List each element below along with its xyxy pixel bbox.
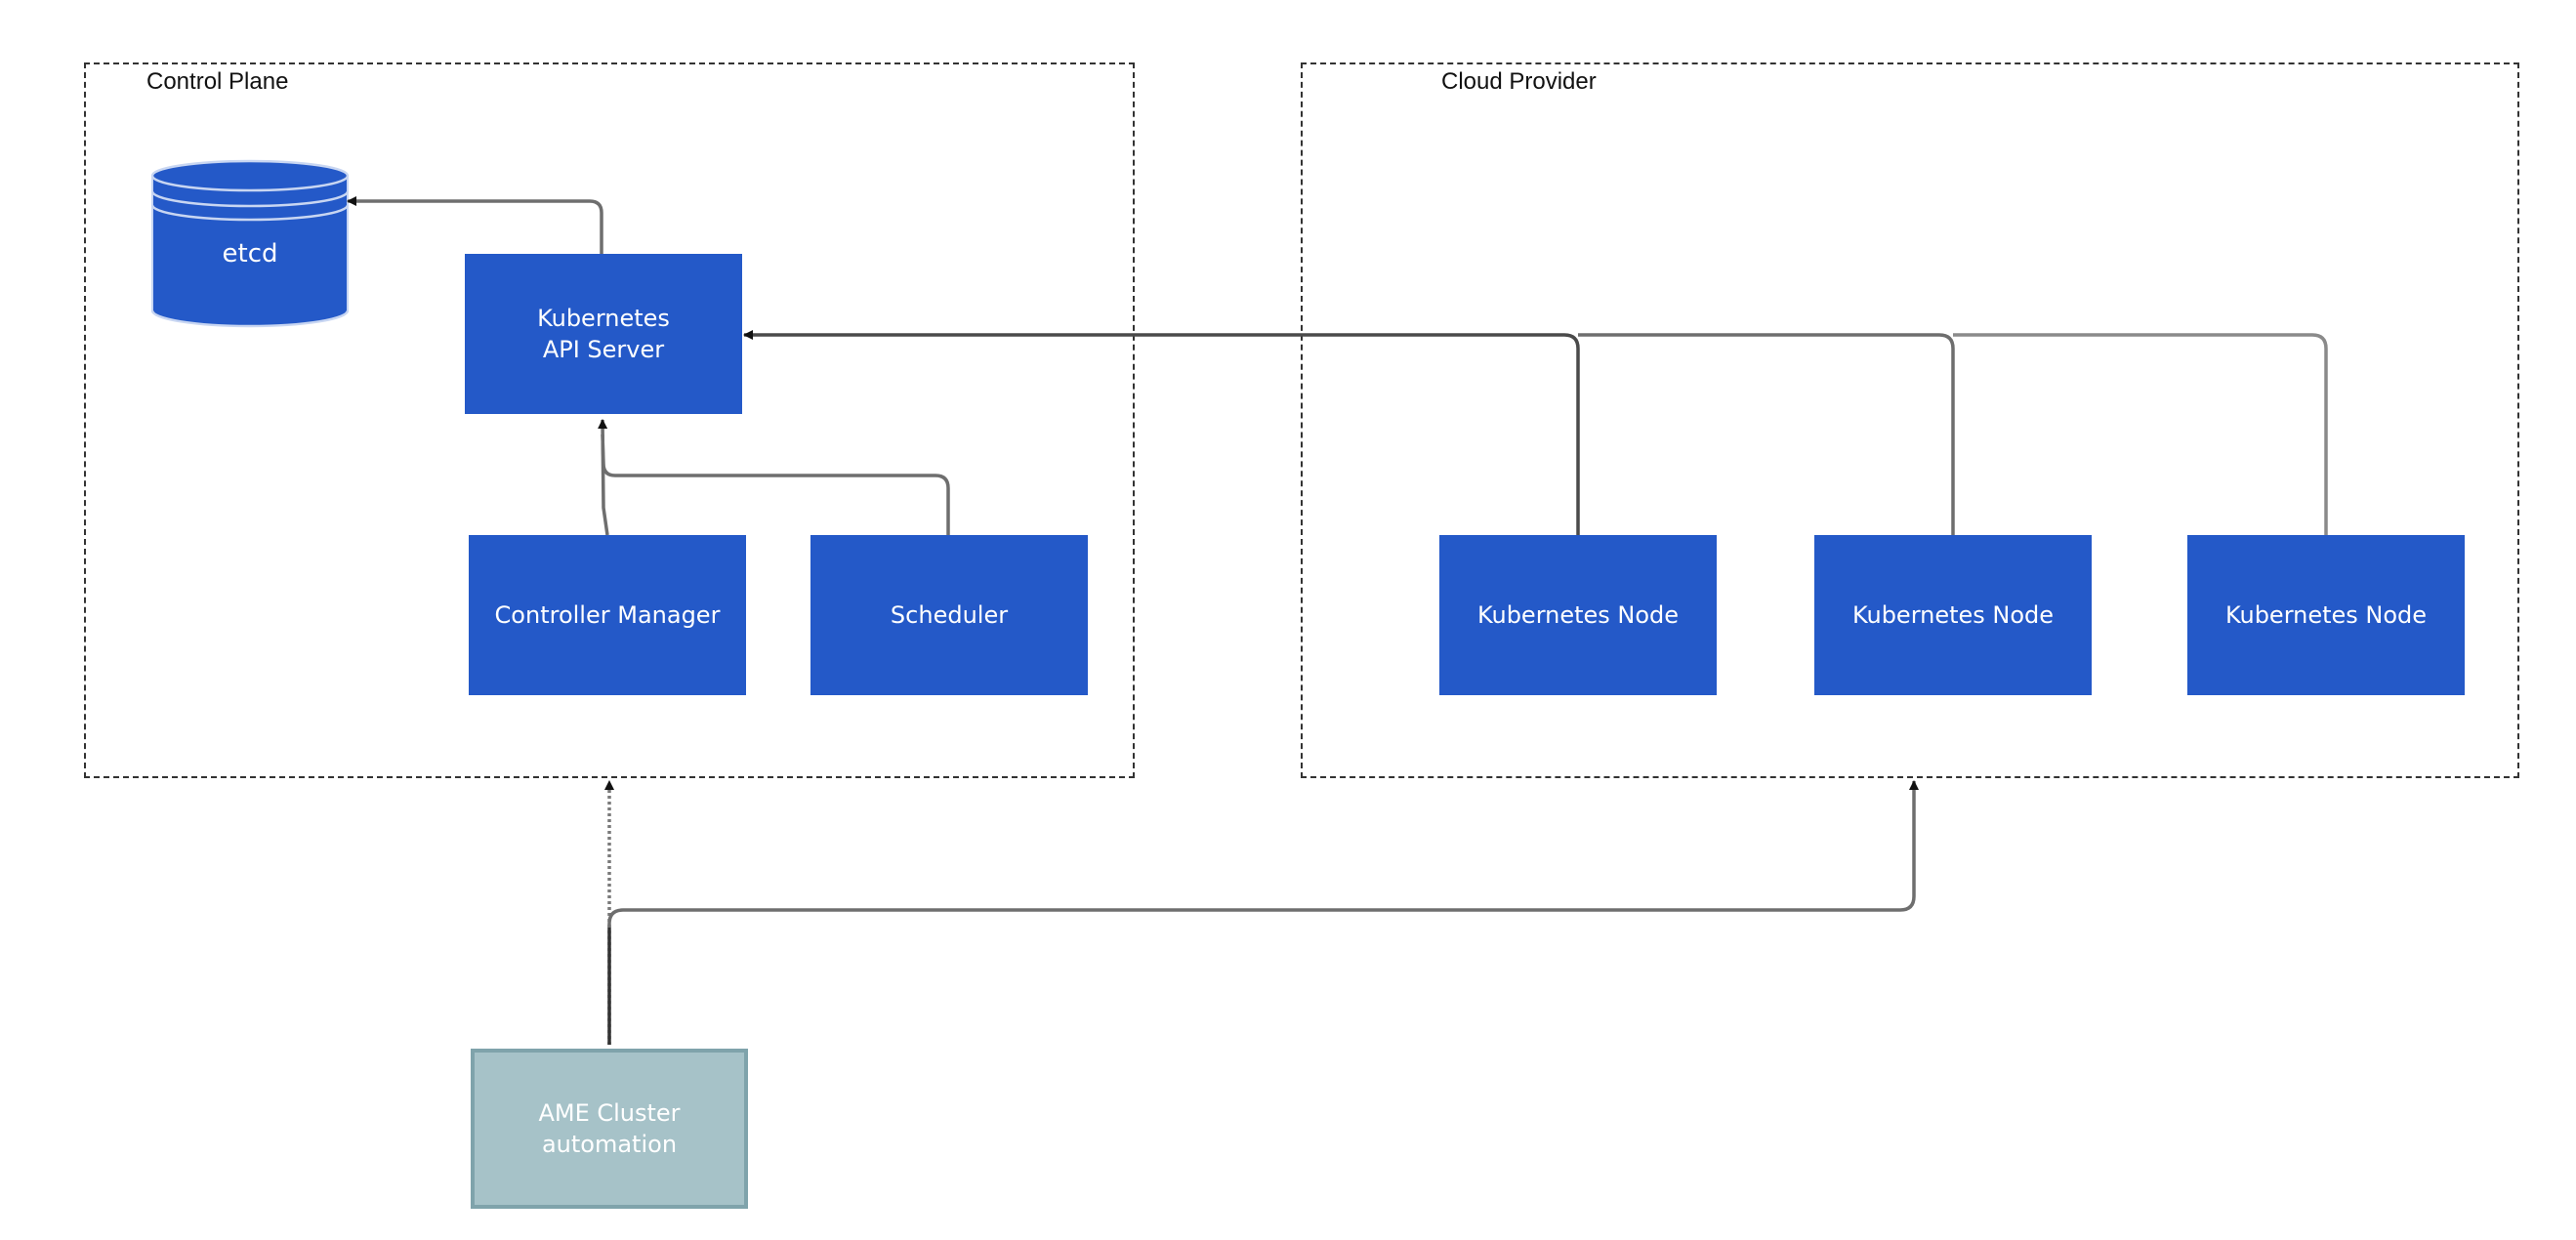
ame-cluster-automation-node[interactable]: AME Cluster automation xyxy=(471,1049,748,1209)
cloud-provider-group xyxy=(1301,62,2519,778)
api-server-node[interactable]: Kubernetes API Server xyxy=(465,254,742,414)
edge-node1-to-api xyxy=(743,330,1580,535)
edge-automation-to-cloud-provider xyxy=(607,780,1919,928)
control-plane-group xyxy=(84,62,1135,778)
kubernetes-node-2-label: Kubernetes Node xyxy=(1851,601,2055,629)
api-server-label: Kubernetes API Server xyxy=(537,305,670,363)
controller-manager-label: Controller Manager xyxy=(494,601,721,629)
scheduler-label: Scheduler xyxy=(890,601,1009,629)
edge-node3-to-api xyxy=(1953,333,2328,535)
control-plane-label: Control Plane xyxy=(146,68,289,95)
etcd-cylinder[interactable] xyxy=(150,159,350,328)
kubernetes-node-1[interactable]: Kubernetes Node xyxy=(1439,535,1717,695)
ame-cluster-automation-label: AME Cluster automation xyxy=(538,1099,681,1158)
kubernetes-node-2[interactable]: Kubernetes Node xyxy=(1814,535,2092,695)
edge-scheduler-to-api xyxy=(601,434,950,535)
etcd-label: etcd xyxy=(222,239,278,269)
kubernetes-node-3-label: Kubernetes Node xyxy=(2224,601,2428,629)
controller-manager-node[interactable]: Controller Manager xyxy=(469,535,746,695)
kubernetes-node-1-label: Kubernetes Node xyxy=(1476,601,1680,629)
scheduler-node[interactable]: Scheduler xyxy=(810,535,1088,695)
edge-api-to-etcd xyxy=(347,196,603,254)
kubernetes-node-3[interactable]: Kubernetes Node xyxy=(2187,535,2465,695)
edge-node2-to-api xyxy=(1578,333,1955,535)
cloud-provider-label: Cloud Provider xyxy=(1441,68,1597,95)
